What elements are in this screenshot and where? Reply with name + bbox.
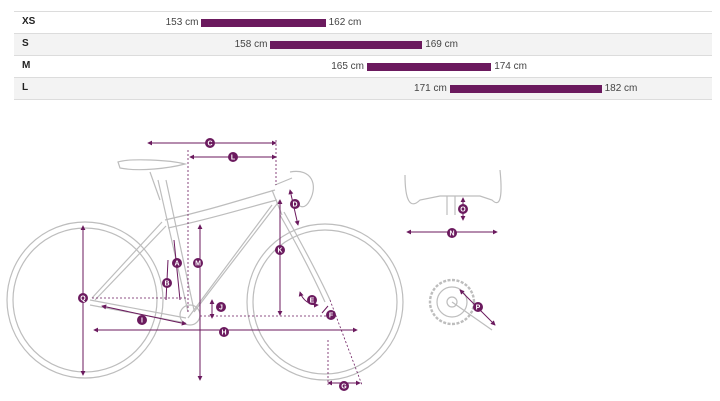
- marker-m: M: [193, 258, 203, 268]
- range-bar: [449, 85, 602, 93]
- marker-label: P: [476, 305, 481, 312]
- marker-i: I: [137, 315, 147, 325]
- front-wheel-inner: [252, 229, 398, 375]
- marker-e: E: [307, 295, 317, 305]
- marker-circle: [162, 278, 172, 288]
- dimension-guides: [92, 140, 363, 386]
- marker-label: K: [277, 248, 282, 255]
- marker-b: B: [162, 278, 172, 288]
- marker-label: M: [195, 261, 201, 268]
- bar-stem: [446, 196, 456, 215]
- range-min-label: 158 cm: [234, 39, 268, 50]
- marker-circle: [473, 302, 483, 312]
- range-min-label: 153 cm: [165, 17, 199, 28]
- marker-d: D: [290, 199, 300, 209]
- size-row-xs: XS 153 cm 162 cm: [14, 11, 712, 33]
- marker-label: C: [207, 141, 212, 148]
- down-tube: [193, 199, 281, 313]
- marker-circle: [216, 302, 226, 312]
- seat-stay: [91, 221, 163, 299]
- marker-a: A: [172, 258, 182, 268]
- range-min-label: 165 cm: [331, 61, 364, 72]
- marker-n: N: [447, 228, 457, 238]
- fork: [279, 214, 326, 303]
- seat-tube-2: [165, 179, 195, 311]
- size-label: S: [22, 38, 29, 49]
- marker-label: A: [174, 261, 179, 268]
- marker-circle: [447, 228, 457, 238]
- chainset-center: [446, 296, 458, 308]
- range-bar: [367, 63, 492, 71]
- size-chart: XS 153 cm 162 cm S 158 cm 169 cm M 165 cm 174 cm…: [14, 11, 712, 100]
- range-max-label: 174 cm: [494, 61, 527, 72]
- size-label: M: [22, 60, 31, 71]
- bike-outline: [6, 159, 502, 381]
- fork-2: [283, 211, 331, 301]
- marker-circle: [339, 381, 349, 391]
- marker-label: J: [219, 305, 223, 312]
- marker-label: G: [341, 384, 347, 391]
- marker-h: H: [219, 327, 229, 337]
- marker-circle: [307, 295, 317, 305]
- marker-circle: [193, 258, 203, 268]
- chain-stay: [89, 299, 187, 319]
- marker-label: N: [449, 231, 454, 238]
- stem: [274, 177, 293, 186]
- marker-circle: [458, 204, 468, 214]
- marker-label: Q: [80, 296, 86, 303]
- size-label: L: [22, 82, 29, 93]
- range-min-label: 171 cm: [414, 83, 447, 94]
- size-row-m: M 165 cm 174 cm: [14, 55, 712, 77]
- marker-o: O: [458, 204, 468, 214]
- marker-label: O: [460, 207, 466, 214]
- size-label: XS: [22, 16, 36, 27]
- size-row-l: L 171 cm 182 cm: [14, 77, 712, 100]
- range-bar: [270, 41, 423, 49]
- marker-q: Q: [78, 293, 88, 303]
- front-wheel: [246, 223, 404, 381]
- marker-circle: [78, 293, 88, 303]
- marker-j: J: [216, 302, 226, 312]
- size-row-s: S 158 cm 169 cm: [14, 33, 712, 55]
- rear-wheel: [6, 221, 164, 379]
- marker-circle: [137, 315, 147, 325]
- marker-label: H: [221, 330, 226, 337]
- marker-c: C: [205, 138, 215, 148]
- marker-p: P: [473, 302, 483, 312]
- marker-l: L: [228, 152, 238, 162]
- marker-label: B: [164, 281, 169, 288]
- range-max-label: 182 cm: [604, 83, 638, 94]
- seatpost: [149, 171, 161, 201]
- marker-circle: [326, 310, 336, 320]
- marker-circle: [275, 245, 285, 255]
- top-tube-2: [167, 199, 278, 229]
- range-max-label: 169 cm: [425, 39, 458, 50]
- seat-tube: [157, 179, 189, 313]
- marker-circle: [290, 199, 300, 209]
- top-tube: [164, 189, 276, 221]
- range-bar: [201, 19, 326, 27]
- range-max-label: 162 cm: [328, 17, 362, 28]
- marker-f: F: [326, 310, 336, 320]
- saddle: [117, 159, 188, 171]
- marker-circle: [219, 327, 229, 337]
- marker-circle: [172, 258, 182, 268]
- marker-k: K: [275, 245, 285, 255]
- marker-label: E: [310, 298, 315, 305]
- marker-label: D: [292, 202, 297, 209]
- marker-label: L: [231, 155, 236, 162]
- marker-circle: [205, 138, 215, 148]
- marker-circle: [228, 152, 238, 162]
- marker-label: F: [329, 313, 334, 320]
- seat-stay-2: [94, 225, 167, 301]
- bar-front: [404, 169, 502, 205]
- geometry-markers: A B C D E F G H I J K L M N O P Q: [78, 138, 483, 391]
- marker-g: G: [339, 381, 349, 391]
- marker-label: I: [141, 318, 143, 325]
